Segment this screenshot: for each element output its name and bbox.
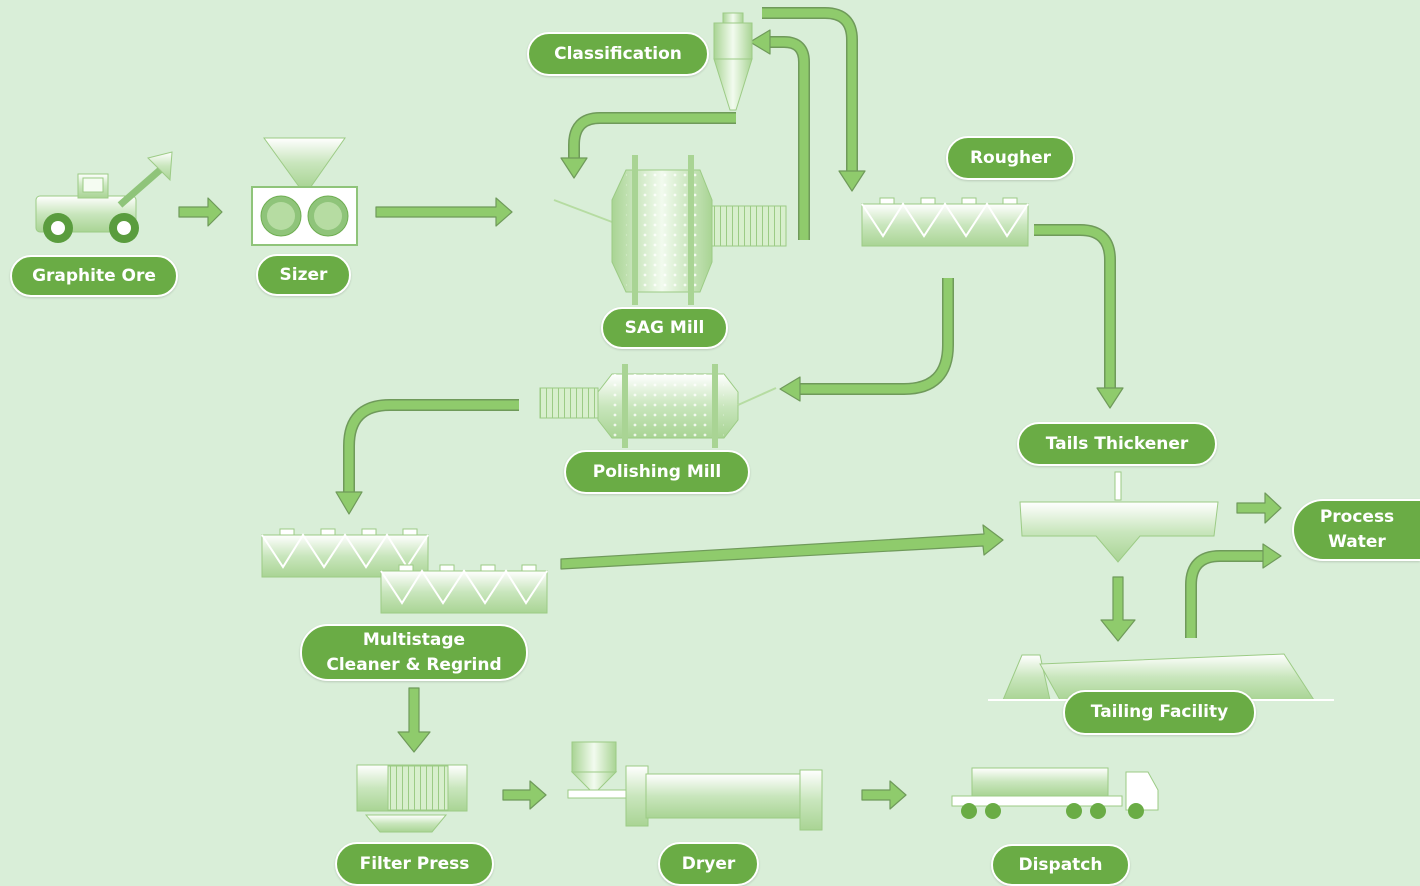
label-sizer: Sizer (256, 254, 351, 296)
sizer-icon (251, 137, 358, 246)
label-process-water: Process Water (1292, 499, 1420, 561)
label-tails-thickener: Tails Thickener (1017, 422, 1217, 466)
filter-press-icon (356, 764, 468, 833)
truck-icon (951, 767, 1159, 819)
arrow-filter-to-dryer (502, 780, 547, 810)
arrow-thickener-to-process-water (1236, 492, 1282, 524)
label-sag-mill: SAG Mill (601, 307, 728, 349)
arrow-dryer-to-dispatch (861, 780, 907, 810)
cyclone-icon (713, 12, 753, 111)
arrow-thickener-to-tailing (1100, 576, 1136, 642)
thickener-icon (1019, 471, 1219, 563)
arrowhead-to-process-water (1262, 543, 1282, 569)
arrow-sizer-to-sag (375, 197, 513, 227)
arrowhead-to-rougher (838, 170, 866, 192)
label-dispatch: Dispatch (991, 844, 1130, 886)
label-polishing-mill: Polishing Mill (564, 450, 750, 494)
tailing-dam-icon (988, 653, 1334, 701)
loader-icon (35, 151, 173, 243)
arrowhead-to-tails-thickener (1096, 387, 1124, 409)
dryer-icon (567, 741, 823, 831)
arrowhead-to-cleaners (335, 491, 363, 515)
cleaner-cells-icon (261, 528, 548, 614)
label-rougher: Rougher (946, 136, 1075, 180)
label-dryer: Dryer (658, 842, 759, 886)
arrowhead-cyclone-to-sag (560, 157, 588, 179)
label-tailing-facility: Tailing Facility (1063, 690, 1256, 735)
label-graphite-ore: Graphite Ore (10, 255, 178, 297)
rougher-cells-icon (861, 197, 1029, 247)
label-filter-press: Filter Press (335, 842, 494, 886)
polishing-mill-icon (539, 364, 777, 448)
arrowhead-to-polishing-mill (779, 376, 801, 402)
sag-mill-icon (553, 155, 787, 305)
arrow-ore-to-sizer (178, 197, 223, 227)
arrow-cleaner-to-thickener (560, 524, 1004, 570)
arrow-cleaner-to-filter-press (397, 687, 431, 753)
label-multistage-cleaner: Multistage Cleaner & Regrind (300, 624, 528, 681)
arrowhead-sag-to-cyclone (749, 29, 771, 55)
label-classification: Classification (527, 32, 709, 76)
